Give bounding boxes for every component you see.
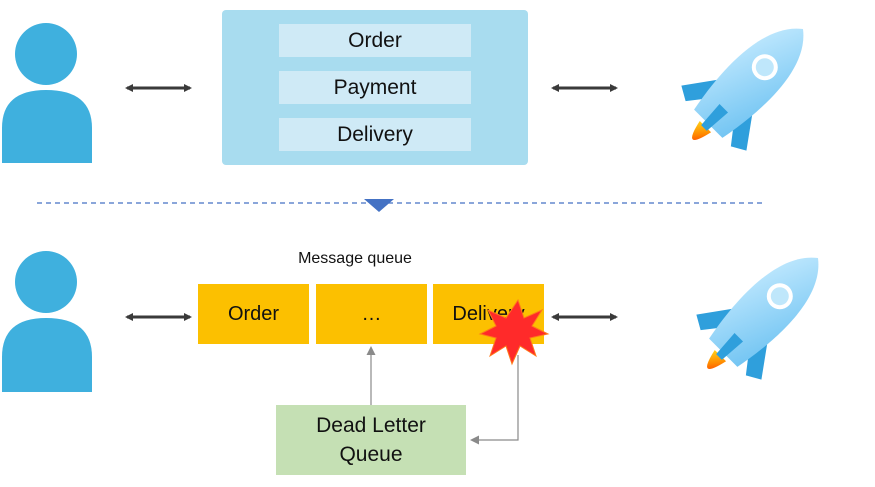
- service-payment: Payment: [279, 71, 471, 104]
- queue-item-delivery: Delivery: [433, 284, 544, 344]
- rocket-icon: [681, 28, 804, 151]
- dead-letter-queue: Dead Letter Queue: [276, 405, 466, 475]
- message-queue-label: Message queue: [298, 250, 412, 267]
- service-order: Order: [279, 24, 471, 57]
- user-icon: [2, 251, 92, 392]
- dead-letter-line1: Dead Letter: [316, 414, 426, 437]
- dead-letter-arrow: [470, 355, 519, 445]
- queue-item-ellipsis: …: [316, 284, 427, 344]
- service-delivery: Delivery: [279, 118, 471, 151]
- rocket-icon: [696, 257, 819, 380]
- dead-letter-line2: Queue: [339, 443, 403, 466]
- triangle-down-icon: [364, 199, 394, 212]
- user-icon: [2, 23, 92, 163]
- service-box: Order Payment Delivery: [222, 10, 528, 165]
- queue-item-order: Order: [198, 284, 309, 344]
